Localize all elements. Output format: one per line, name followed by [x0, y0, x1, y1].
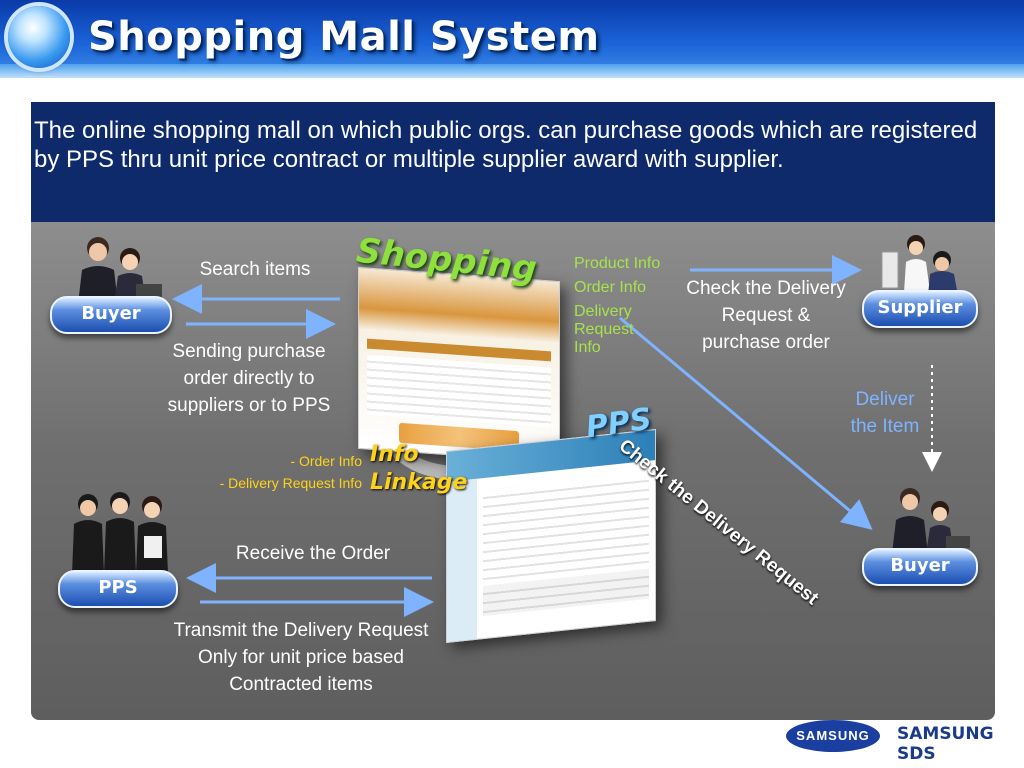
deliver-item-label-line1: Deliver — [855, 389, 915, 410]
description-text: The online shopping mall on which public… — [34, 117, 978, 173]
orb-icon — [8, 6, 70, 68]
linkage-word: Linkage — [370, 470, 468, 495]
info-word: Info — [370, 442, 419, 467]
sending-order-label-line2: order directly to — [183, 368, 315, 389]
description-box — [31, 102, 995, 222]
samsung-logo: SAMSUNG — [786, 720, 880, 752]
title-bar-band — [0, 64, 1024, 78]
pps-people-icon — [72, 492, 168, 574]
transmit-label-line1: Transmit the Delivery Request — [173, 620, 429, 641]
linkage-item-order-info: - Order Info — [290, 453, 362, 469]
deliver-item-label-line2: the Item — [850, 416, 920, 437]
buyer-people-icon — [78, 237, 162, 304]
check-delivery-label-line1: Check the Delivery — [686, 278, 846, 299]
transmit-label-line3: Contracted items — [229, 674, 373, 695]
transmit-label-line2: Only for unit price based — [198, 647, 404, 668]
delivery-label: Delivery — [574, 303, 632, 320]
shopping-mall-screenshot — [358, 266, 560, 464]
buyer-badge-left: Buyer — [50, 296, 172, 334]
supplier-badge: Supplier — [862, 290, 978, 328]
check-delivery-label-line2: Request & — [721, 305, 811, 326]
supplier-people-icon — [881, 235, 958, 296]
check-delivery-label-line3: purchase order — [702, 332, 830, 353]
receive-order-label: Receive the Order — [235, 543, 391, 564]
search-items-label: Search items — [199, 259, 311, 280]
page-title: Shopping Mall System — [88, 14, 600, 60]
order-info-label: Order Info — [574, 279, 647, 296]
arrow-check-delivery-request — [619, 316, 873, 530]
buyer-right-people-icon — [892, 488, 970, 554]
info-label: Info — [574, 339, 601, 356]
sending-order-label-line1: Sending purchase — [172, 341, 326, 362]
buyer-badge-right: Buyer — [862, 548, 978, 586]
samsung-sds-text: SAMSUNG SDS — [897, 724, 994, 764]
sending-order-label-line3: suppliers or to PPS — [167, 395, 331, 416]
linkage-item-delivery-request: - Delivery Request Info — [219, 475, 362, 491]
request-label: Request — [574, 321, 634, 338]
product-info-label: Product Info — [574, 255, 661, 272]
pps-badge: PPS — [58, 570, 178, 608]
